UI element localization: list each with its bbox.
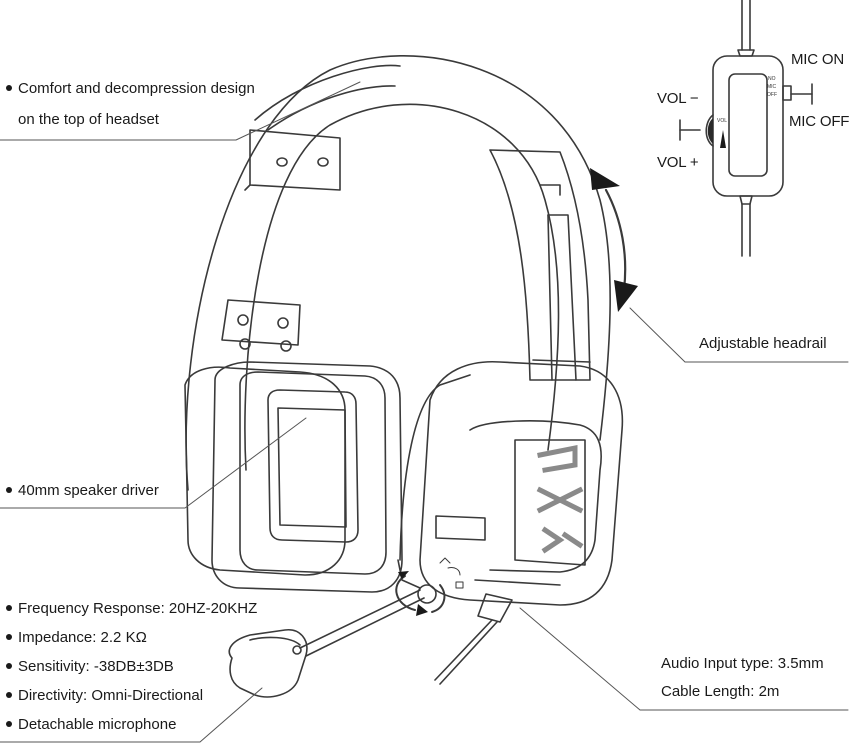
switch-label-no: NO [768,76,776,82]
switch-label-mic: MIC [767,84,777,90]
right-earcup [397,360,624,606]
wheel-label: VOL [717,118,728,124]
arrow-head [614,280,638,312]
callout-driver: 40mm speaker driver [6,482,159,500]
arrow-head [590,168,620,190]
bullet-icon [6,605,12,612]
mic-off-label: MIC OFF [789,113,850,130]
left-slider [221,129,341,352]
leader-lines [0,81,849,743]
callout-top-design: Comfort and decompression design [6,80,255,98]
vol-indicator [720,130,726,148]
callout-audio-input: Audio Input type: 3.5mm [661,655,824,672]
spec-directivity: Directivity: Omni-Directional [18,687,204,704]
spec-item: Sensitivity: -38DB±3DB [6,658,174,676]
spec-item: Directivity: Omni-Directional [6,687,203,705]
bullet-icon [6,487,12,494]
spec-item: Impedance: 2.2 KΩ [6,629,147,647]
arrow-head [398,571,409,579]
spec-sensitivity: Sensitivity: -38DB±3DB [18,658,174,675]
volume-wheel [707,118,713,144]
left-earcup [184,361,403,593]
callout-cable-length: Cable Length: 2m [661,683,780,700]
arrow-head [416,604,428,616]
bullet-icon [6,634,12,641]
spec-detachable-mic: Detachable microphone [18,716,177,733]
callout-headrail: Adjustable headrail [699,335,827,352]
bullet-icon [6,85,12,92]
vol-minus-label: VOL − [657,90,699,107]
headband [185,55,611,491]
callout-top-design-line1: Comfort and decompression design [18,80,255,97]
mic-boom [228,584,437,698]
brand-logo [536,444,584,554]
bullet-icon [6,663,12,670]
callout-top-design-line2: on the top of headset [18,111,159,128]
headrail-arrow [604,188,627,292]
switch-label-off: OFF [767,92,777,98]
audio-cable [434,593,513,685]
spec-item: Frequency Response: 20HZ-20KHZ [6,600,257,618]
bullet-icon [6,692,12,699]
bullet-icon [6,721,12,728]
spec-frequency: Frequency Response: 20HZ-20KHZ [18,600,258,617]
spec-impedance: Impedance: 2.2 KΩ [18,629,147,646]
callout-driver-text: 40mm speaker driver [18,482,159,499]
mic-on-label: MIC ON [791,51,844,68]
right-slider [489,149,591,381]
vol-plus-label: VOL + [657,154,699,171]
spec-item: Detachable microphone [6,716,176,734]
